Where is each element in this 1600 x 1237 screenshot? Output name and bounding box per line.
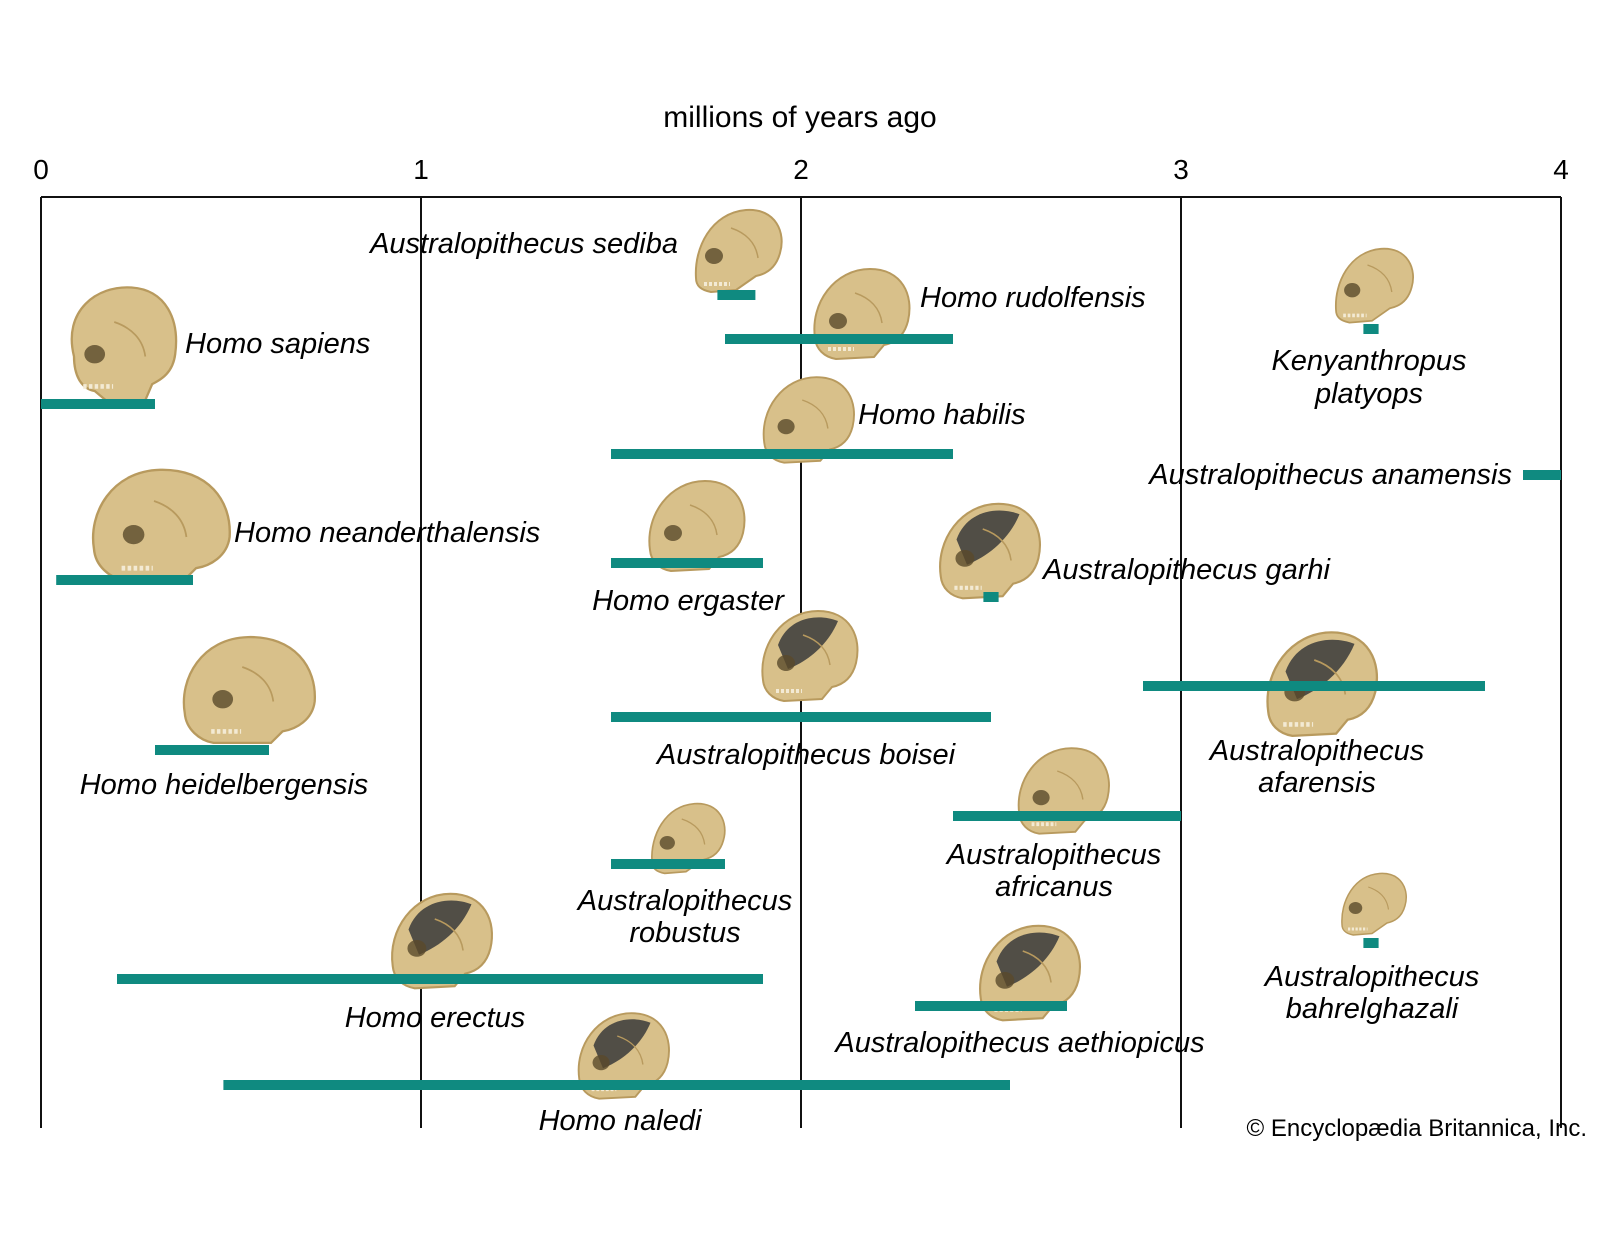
tick-labels: 0 1 2 3 4 [33,154,1569,185]
skull-illustration [939,502,1041,600]
range-bar [611,859,725,869]
range-bars [41,290,1561,1090]
species-label: robustus [629,917,740,949]
species-label: platyops [1314,378,1423,410]
tick-label: 2 [793,154,809,185]
species-label: Australopithecus boisei [655,739,957,771]
species-label: Homo habilis [858,399,1026,431]
skull-illustration [761,609,859,703]
range-bar [1523,470,1561,480]
tick-label: 4 [1553,154,1569,185]
range-bar [117,974,763,984]
skull-illustration [1335,247,1414,324]
species-label: africanus [995,871,1113,903]
range-bar [611,558,763,568]
species-label: Australopithecus [1208,735,1424,767]
species-label: Australopithecus garhi [1041,554,1331,586]
skull-illustration [70,286,178,404]
range-bar [611,712,991,722]
copyright-credit: © Encyclopædia Britannica, Inc. [1246,1115,1587,1142]
range-bar [717,290,756,300]
range-bar [1363,324,1379,334]
skull-illustration [648,479,746,573]
skull-illustration [813,267,911,361]
species-label: Australopithecus anamensis [1147,459,1512,491]
species-label: Kenyanthropus [1271,345,1466,377]
species-label: Homo sapiens [185,328,370,360]
species-label: Homo rudolfensis [920,282,1146,314]
range-bar [41,399,155,409]
skull-illustration [391,892,493,990]
skull-illustration [91,468,231,582]
species-label: Australopithecus sediba [368,228,678,260]
range-bar [953,811,1181,821]
skull-illustration [577,1012,670,1100]
range-bar [1143,681,1485,691]
tick-label: 3 [1173,154,1189,185]
range-bar [611,449,953,459]
skull-illustration [182,635,316,745]
species-label: afarensis [1258,767,1376,799]
tick-label: 1 [413,154,429,185]
species-label: Homo naledi [539,1105,703,1137]
tick-label: 0 [33,154,49,185]
species-label: Homo neanderthalensis [234,517,540,549]
species-label: Australopithecus aethiopicus [833,1027,1204,1059]
range-bar [915,1001,1067,1011]
species-label: Australopithecus [576,885,792,917]
x-axis-title: millions of years ago [663,101,936,134]
skull-illustration [694,208,783,294]
skull-illustration [1341,872,1407,936]
range-bar [983,592,999,602]
range-bar [725,334,953,344]
species-label: Homo heidelbergensis [80,769,369,801]
range-bar [155,745,269,755]
range-bar [1363,938,1379,948]
range-bar [223,1080,1010,1090]
range-bar [56,575,194,585]
species-label: Australopithecus [1263,961,1479,993]
skull-illustration [979,924,1081,1022]
species-label: Homo ergaster [592,585,785,617]
species-label: Homo erectus [345,1002,526,1034]
species-label: Australopithecus [945,839,1161,871]
species-label: bahrelghazali [1286,993,1460,1025]
